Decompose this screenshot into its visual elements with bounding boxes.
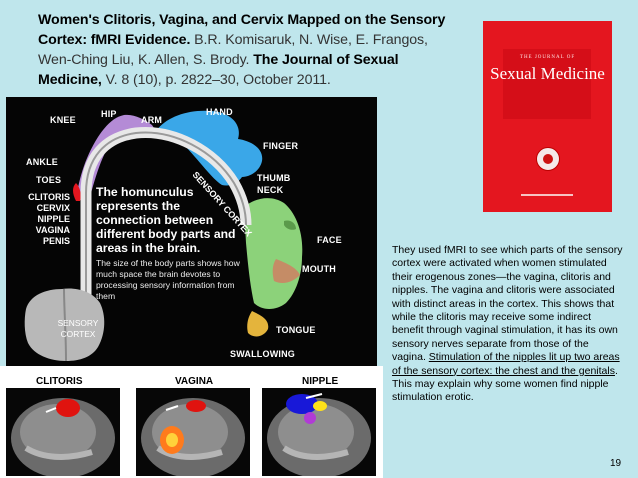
body-text-tail: . This may explain why some women find n… (392, 364, 618, 404)
cervix-label: CERVIX (36, 203, 70, 213)
ankle-label: ANKLE (26, 157, 58, 167)
finger-label: FINGER (263, 141, 299, 151)
scan-label-clitoris: CLITORIS (36, 376, 83, 387)
page-number: 19 (610, 458, 622, 469)
citation: Women's Clitoris, Vagina, and Cervix Map… (38, 10, 458, 90)
cover-title-box (503, 49, 591, 119)
clitoris-label: CLITORIS (28, 192, 70, 202)
arm-label: ARM (141, 115, 163, 125)
citation-authors: B.R. Komisaruk, N. Wise, E. Frangos, Wen… (38, 32, 428, 68)
body-text-plain: They used fMRI to see which parts of the… (392, 244, 623, 364)
cover-journal-top: THE JOURNAL OF (519, 55, 576, 60)
body-text-underlined: Stimulation of the nipples lit up two ar… (392, 351, 620, 377)
scan-label-nipple: NIPPLE (302, 376, 339, 387)
neck-label: NECK (257, 185, 284, 195)
scan-vagina-image (141, 398, 245, 476)
vagina-label: VAGINA (35, 225, 70, 235)
note-sub: The size of the body parts shows how muc… (96, 258, 240, 301)
scan-clitoris-image (11, 398, 115, 476)
homunculus-diagram: SENSORY CORTEX KNEE HIP ARM HAND FINGER … (6, 97, 377, 366)
homunculus-note: The homunculus represents the connection… (96, 185, 244, 302)
citation-journal: The Journal of Sexual Medicine, (38, 52, 399, 88)
homunculus-illustration: SENSORY CORTEX (24, 110, 303, 362)
brain-sensory-cortex-label: SENSORY CORTEX (48, 318, 108, 340)
swallowing-label: SWALLOWING (230, 349, 295, 359)
cover-journal-name: Sexual Medicine (490, 64, 605, 83)
brain-label-line2: CORTEX (60, 329, 96, 339)
citation-title: Women's Clitoris, Vagina, and Cervix Map… (38, 12, 446, 48)
scan-nipple-image (267, 393, 371, 476)
knee-label: KNEE (50, 115, 76, 125)
scan-clitoris (6, 388, 120, 476)
penis-label: PENIS (42, 236, 70, 246)
cover-footer-line (521, 194, 573, 196)
journal-cover: THE JOURNAL OF Sexual Medicine (483, 21, 612, 212)
body-text: They used fMRI to see which parts of the… (392, 244, 624, 405)
scan-label-vagina: VAGINA (175, 376, 214, 387)
hand-label: HAND (206, 107, 233, 117)
hip-label: HIP (101, 109, 117, 119)
toes-label: TOES (36, 175, 62, 185)
nipple-label: NIPPLE (37, 214, 70, 224)
genital-labels: CLITORIS CERVIX NIPPLE VAGINA PENIS (20, 192, 70, 247)
brain-label-line1: SENSORY (57, 318, 99, 328)
citation-details: V. 8 (10), p. 2822–30, October 2011. (105, 72, 331, 88)
scan-nipple (262, 388, 376, 476)
cover-seal-icon (536, 147, 560, 171)
mouth-label: MOUTH (302, 264, 336, 274)
note-main: The homunculus represents the connection… (96, 185, 236, 255)
fmri-scans: CLITORIS VAGINA NIPPLE (0, 366, 383, 478)
tongue-label: TONGUE (276, 325, 316, 335)
thumb-label: THUMB (257, 173, 291, 183)
scan-vagina (136, 388, 250, 476)
face-label: FACE (317, 235, 342, 245)
